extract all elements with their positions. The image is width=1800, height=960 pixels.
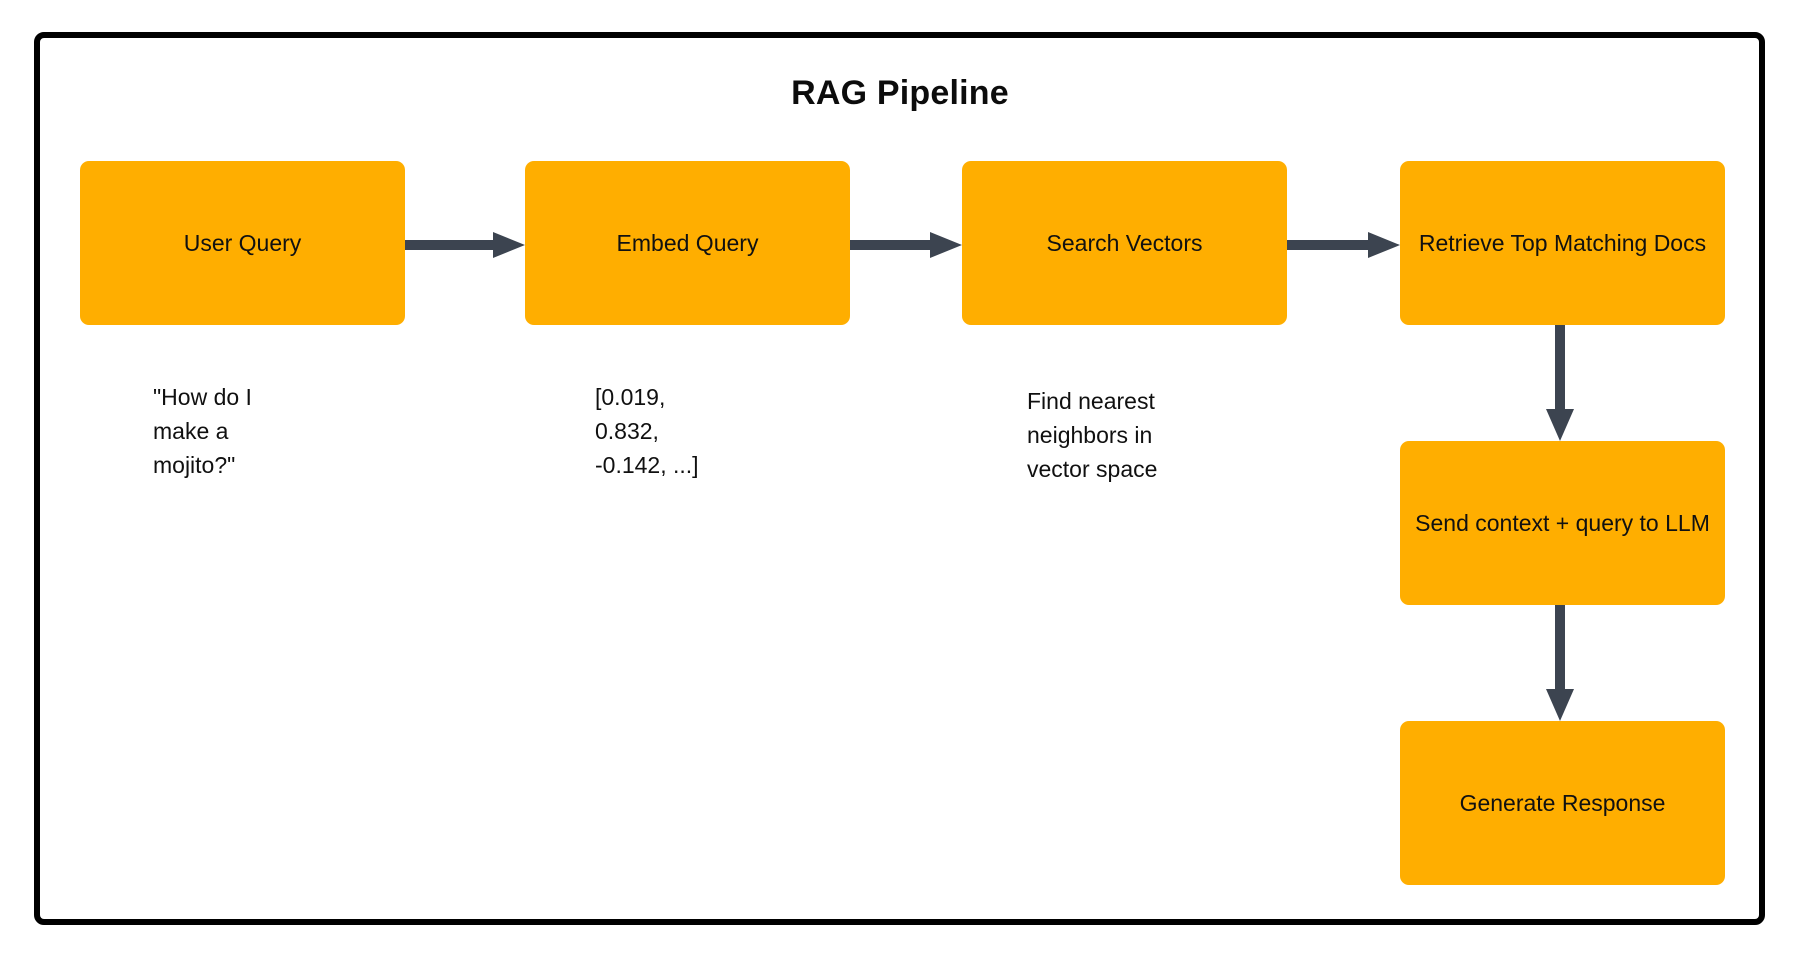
node-retrieve-top-matching-docs[interactable]: Retrieve Top Matching Docs [1400,161,1725,325]
page-title: RAG Pipeline [791,74,1009,112]
note-nearest-neighbor-search: Find nearest neighbors in vector space [1027,388,1158,482]
node-user-query[interactable]: User Query [80,161,405,325]
arrow-search-vectors-to-retrieve-docs [1287,232,1400,258]
arrow-embed-query-to-search-vectors [850,232,962,258]
node-search-vectors[interactable]: Search Vectors [962,161,1287,325]
node-send-context-to-llm[interactable]: Send context + query to LLM [1400,441,1725,605]
arrow-retrieve-docs-to-send-context [1546,325,1574,441]
note-user-query-example: "How do I make a mojito?" [153,384,252,478]
arrow-user-query-to-embed-query [405,232,525,258]
note-embedding-vector-example: [0.019, 0.832, -0.142, ...] [595,384,699,478]
arrow-send-context-to-generate-response [1546,605,1574,721]
node-generate-response[interactable]: Generate Response [1400,721,1725,885]
node-embed-query[interactable]: Embed Query [525,161,850,325]
